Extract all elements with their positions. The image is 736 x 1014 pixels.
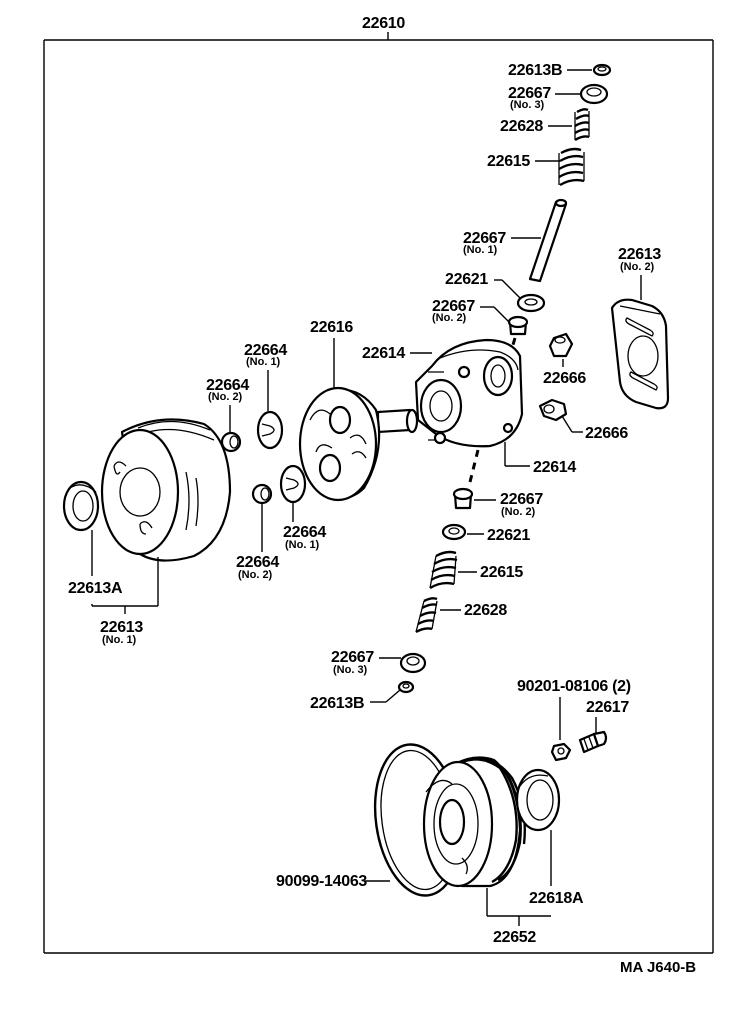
top-big-spring-label: 22615 — [487, 153, 530, 170]
nut-part[interactable] — [550, 742, 572, 762]
seal-label: 22613A — [68, 580, 123, 597]
shaft-label: 22667 — [463, 230, 506, 247]
top-seat-sub-label: (No. 2) — [432, 312, 467, 324]
bottom-seat-part[interactable] — [452, 487, 474, 510]
bottom-plug-label: 22613B — [310, 695, 364, 712]
vane-upper-no1-label: 22664 — [244, 342, 287, 359]
vane-lower-no2-part[interactable] — [251, 483, 273, 505]
pulley-part[interactable] — [422, 756, 526, 888]
top-washer-part[interactable] — [516, 293, 546, 313]
bottom-washer-part[interactable] — [441, 523, 467, 541]
vane-upper-no2-sub-label: (No. 2) — [208, 391, 243, 403]
vane-upper-no1-sub-label: (No. 1) — [246, 356, 281, 368]
bottom-retainer-part[interactable] — [399, 652, 427, 674]
top-retainer-part[interactable] — [579, 83, 609, 105]
front-housing-sub-label: (No. 1) — [102, 634, 137, 646]
cover-plate-part[interactable] — [610, 298, 670, 410]
vane-lower-no1-label: 22664 — [283, 524, 326, 541]
top-washer-label: 22621 — [445, 271, 488, 288]
cover-plate-label: 22613 — [618, 246, 661, 263]
assembly-frame — [43, 32, 714, 954]
valve-lower-part[interactable] — [538, 398, 568, 422]
bearing-seal-label: 22618A — [529, 890, 584, 907]
upper-housing-label: 22614 — [362, 345, 405, 362]
top-plug-part[interactable] — [592, 63, 612, 77]
top-small-spring-part[interactable] — [574, 108, 590, 142]
shaft-sub-label: (No. 1) — [463, 244, 498, 256]
top-big-spring-part[interactable] — [558, 147, 585, 187]
cover-plate-sub-label: (No. 2) — [620, 261, 655, 273]
pulley-label: 22652 — [493, 929, 536, 946]
bottom-retainer-label: 22667 — [331, 649, 374, 666]
bottom-small-spring-label: 22628 — [464, 602, 507, 619]
top-retainer-label: 22667 — [508, 85, 551, 102]
valve-upper-label: 22666 — [543, 370, 586, 387]
front-housing-label: 22613 — [100, 619, 143, 636]
reference-code-label: MA J640-B — [620, 959, 696, 976]
valve-upper-part[interactable] — [548, 332, 574, 358]
top-small-spring-label: 22628 — [500, 118, 543, 135]
front-housing-part[interactable] — [100, 418, 232, 562]
valve-lower-label: 22666 — [585, 425, 628, 442]
shaft-part[interactable] — [528, 198, 568, 283]
pump-housing-part[interactable] — [414, 338, 524, 448]
top-seat-label: 22667 — [432, 298, 475, 315]
vane-lower-no1-part[interactable] — [279, 464, 307, 504]
top-seat-part[interactable] — [507, 315, 529, 336]
vane-upper-no2-part[interactable] — [220, 431, 242, 453]
bottom-seat-sub-label: (No. 2) — [501, 506, 536, 518]
bolt-part[interactable] — [578, 730, 608, 754]
bottom-small-spring-part[interactable] — [415, 597, 438, 634]
nut-label: 90201-08106 (2) — [517, 678, 631, 695]
rotor-part[interactable] — [298, 386, 419, 502]
vane-lower-no1-sub-label: (No. 1) — [285, 539, 320, 551]
vane-upper-no1-part[interactable] — [256, 410, 284, 450]
o-ring-label: 90099-14063 — [276, 873, 367, 890]
top-retainer-sub-label: (No. 3) — [510, 99, 545, 111]
vane-lower-no2-label: 22664 — [236, 554, 279, 571]
top-plug-label: 22613B — [508, 62, 562, 79]
bottom-big-spring-part[interactable] — [429, 550, 458, 590]
bottom-plug-part[interactable] — [397, 680, 415, 694]
bottom-washer-label: 22621 — [487, 527, 530, 544]
bottom-seat-label: 22667 — [500, 491, 543, 508]
bolt-label: 22617 — [586, 699, 629, 716]
vane-lower-no2-sub-label: (No. 2) — [238, 569, 273, 581]
assembly-number-label: 22610 — [362, 15, 405, 32]
rotor-label: 22616 — [310, 319, 353, 336]
seal-part[interactable] — [62, 480, 100, 532]
bearing-seal-part[interactable] — [515, 768, 561, 832]
bottom-big-spring-label: 22615 — [480, 564, 523, 581]
lower-housing-label: 22614 — [533, 459, 576, 476]
bottom-retainer-sub-label: (No. 3) — [333, 664, 368, 676]
vane-upper-no2-label: 22664 — [206, 377, 249, 394]
